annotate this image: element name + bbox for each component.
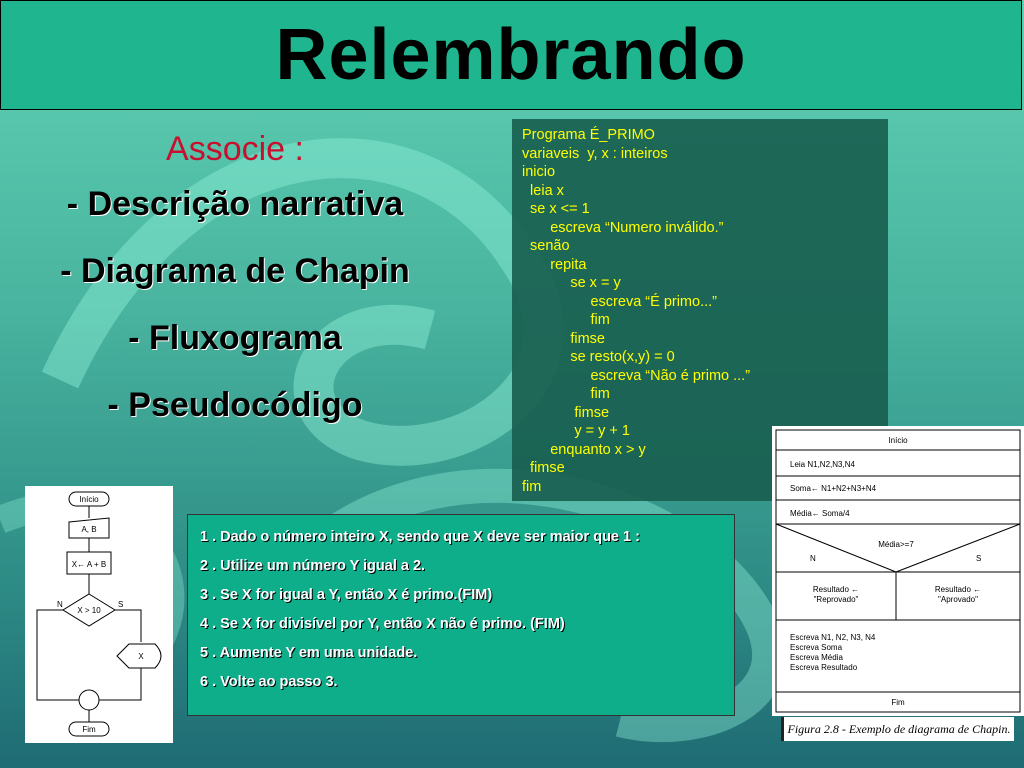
code-line: variaveis y, x : inteiros <box>522 145 668 162</box>
code-line: fim <box>522 386 610 402</box>
code-line: fimse <box>522 404 610 421</box>
chapin-out-4: Escreva Resultado <box>790 663 858 672</box>
association-list: Associe : - Descrição narrativa - Diagra… <box>20 130 450 453</box>
narrative-step: 2 . Utilize um número Y igual a 2. <box>200 558 426 574</box>
flow-output-shape <box>116 643 162 669</box>
flowchart-image: Início A, B X← A + B X > 10 N S X Fim <box>25 486 173 743</box>
chapin-start: Início <box>888 436 908 445</box>
chapin-condition: Média>=7 <box>878 540 914 549</box>
list-item-chapin: - Diagrama de Chapin <box>60 252 410 290</box>
chapin-yes-branch-2: "Aprovado" <box>938 595 978 604</box>
list-item-pseudocodigo: - Pseudocódigo <box>107 386 363 424</box>
code-line: escreva “É primo...” <box>522 293 717 310</box>
code-line: repita <box>522 256 587 273</box>
slide-title: Relembrando <box>275 15 747 95</box>
narrative-step: 3 . Se X for igual a Y, então X é primo.… <box>200 587 493 603</box>
code-line: Programa É_PRIMO <box>522 127 655 143</box>
list-item-fluxograma: - Fluxograma <box>128 319 342 357</box>
chapin-yes: S <box>976 554 981 563</box>
code-line: se x <= 1 <box>522 201 590 217</box>
chapin-yes-branch-1: Resultado ← <box>935 585 981 594</box>
code-line: se resto(x,y) = 0 <box>522 349 675 365</box>
flow-start-label: Início <box>79 495 99 504</box>
code-line: se x = y <box>522 275 621 291</box>
title-bar: Relembrando <box>0 0 1022 110</box>
narrative-step: 6 . Volte ao passo 3. <box>200 674 338 690</box>
code-line: fimse <box>522 460 565 476</box>
chapin-no-branch-1: Resultado ← <box>813 585 859 594</box>
chapin-read: Leia N1,N2,N3,N4 <box>790 460 855 469</box>
narrative-step: 1 . Dado o número inteiro X, sendo que X… <box>200 529 640 545</box>
flow-output-label: X <box>138 652 144 661</box>
code-line: escreva “Numero inválido.” <box>522 219 724 236</box>
code-line: fim <box>522 312 610 328</box>
chapin-no: N <box>810 554 816 563</box>
flow-input-label: A, B <box>81 525 96 534</box>
chapin-out-1: Escreva N1, N2, N3, N4 <box>790 633 876 642</box>
chapin-no-branch-2: "Reprovado" <box>814 595 859 604</box>
code-line: y = y + 1 <box>522 423 630 439</box>
chapin-out-2: Escreva Soma <box>790 643 843 652</box>
flow-end-shape <box>68 721 110 737</box>
flow-no-label: N <box>57 600 63 609</box>
flow-decision-shape <box>62 593 116 627</box>
chapin-sum: Soma← N1+N2+N3+N4 <box>790 484 877 493</box>
chapin-avg: Média← Soma/4 <box>790 509 850 518</box>
code-line: senão <box>522 238 570 254</box>
figure-caption: Figura 2.8 - Exemplo de diagrama de Chap… <box>781 717 1014 741</box>
code-line: leia x <box>522 182 564 199</box>
flow-end-label: Fim <box>82 725 96 734</box>
flow-connector-shape <box>78 689 100 711</box>
code-line: enquanto x > y <box>522 441 646 458</box>
code-line: fim <box>522 478 542 495</box>
code-line: fimse <box>522 330 605 347</box>
flow-input-shape <box>68 517 110 539</box>
narrative-step: 5 . Aumente Y em uma unidade. <box>200 645 418 661</box>
flow-yes-label: S <box>118 600 123 609</box>
list-item-narrativa: - Descrição narrativa <box>66 185 404 223</box>
narrative-step: 4 . Se X for divisível por Y, então X nã… <box>200 616 565 632</box>
code-line: escreva “Não é primo ...” <box>522 367 751 384</box>
chapin-diagram-image: Início Leia N1,N2,N3,N4 Soma← N1+N2+N3+N… <box>772 426 1024 716</box>
flow-decision-label: X > 10 <box>77 606 101 615</box>
code-line: inicio <box>522 164 556 180</box>
flow-process-label: X← A + B <box>72 560 106 569</box>
chapin-end: Fim <box>891 698 905 707</box>
associe-heading: Associe : <box>166 130 304 168</box>
chapin-out-3: Escreva Média <box>790 653 843 662</box>
narrative-box: 1 . Dado o número inteiro X, sendo que X… <box>187 514 735 716</box>
